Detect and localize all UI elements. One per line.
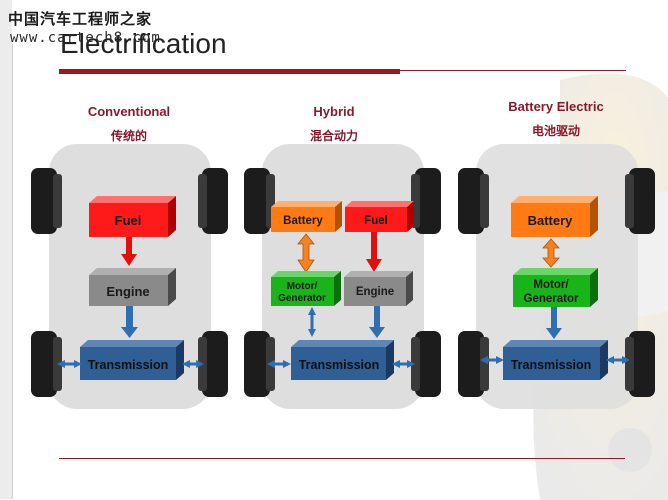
column-title-hybrid: Hybrid [313,104,355,119]
column-title-conventional: Conventional [87,104,171,119]
transmission-label: Transmission [299,358,380,372]
diagram-battery-electric: Battery Motor/ Generator Transmission [458,144,655,409]
slide-title: Electrification [60,28,227,59]
fuel-label: Fuel [364,215,388,227]
wheel-front-left [244,168,275,234]
column-subtitle-battery-electric: 电池驱动 [531,124,580,138]
wheel-rear-left [458,331,489,397]
wheel-rear-right [411,331,441,397]
transmission-block: Transmission [291,340,394,380]
motor-label-line2: Generator [524,293,579,305]
battery-block: Battery [511,196,598,237]
wheel-front-right [198,168,228,234]
wheel-rear-right [625,331,655,397]
battery-label: Battery [283,215,323,227]
fuel-label: Fuel [115,213,142,228]
column-subtitle-hybrid: 混合动力 [309,129,358,143]
battery-motor-arrow [542,238,560,268]
watermark-site-name: 中国汽车工程师之家 [8,10,153,28]
engine-label: Engine [356,286,394,298]
bottom-divider [59,458,625,459]
diagram-conventional: Fuel Engine Transmission [31,144,228,409]
fuel-block: Fuel [89,196,176,237]
wheel-front-left [458,168,489,234]
wheel-front-right [411,168,441,234]
wheel-rear-left [31,331,62,397]
motor-generator-block: Motor/ Generator [271,271,341,306]
fuel-to-engine-arrow [121,237,137,266]
wheel-front-left [31,168,62,234]
engine-label: Engine [106,284,149,299]
wheel-rear-left [244,331,275,397]
wheel-front-right [625,168,655,234]
engine-block: Engine [344,271,413,306]
column-subtitle-conventional: 传统的 [110,129,147,143]
fuel-to-engine-arrow [366,232,382,272]
motor-label-line2: Generator [278,293,326,304]
title-underline-thin [400,70,626,71]
transmission-block: Transmission [503,340,608,380]
engine-to-transmission-arrow [121,306,138,338]
transmission-block: Transmission [80,340,184,380]
slide-left-frame [0,0,12,499]
transmission-label: Transmission [88,358,169,372]
motor-label-line1: Motor/ [533,279,569,291]
column-title-battery-electric: Battery Electric [508,99,604,114]
battery-label: Battery [528,213,574,228]
transmission-label: Transmission [511,358,592,372]
battery-block: Battery [271,201,342,232]
title-underline-thick [59,69,400,74]
motor-label-line1: Motor/ [287,281,318,292]
motor-to-transmission-arrow [546,307,562,339]
fuel-block: Fuel [345,201,414,232]
engine-block: Engine [89,268,176,306]
diagram-hybrid: Battery Fuel Motor/ Generator Engine [244,144,441,409]
motor-generator-block: Motor/ Generator [513,268,598,307]
wheel-rear-right [198,331,228,397]
watermark-url: www.cartech8.com [10,30,161,46]
slide-frame-line [12,44,13,499]
engine-to-transmission-arrow [369,306,385,338]
